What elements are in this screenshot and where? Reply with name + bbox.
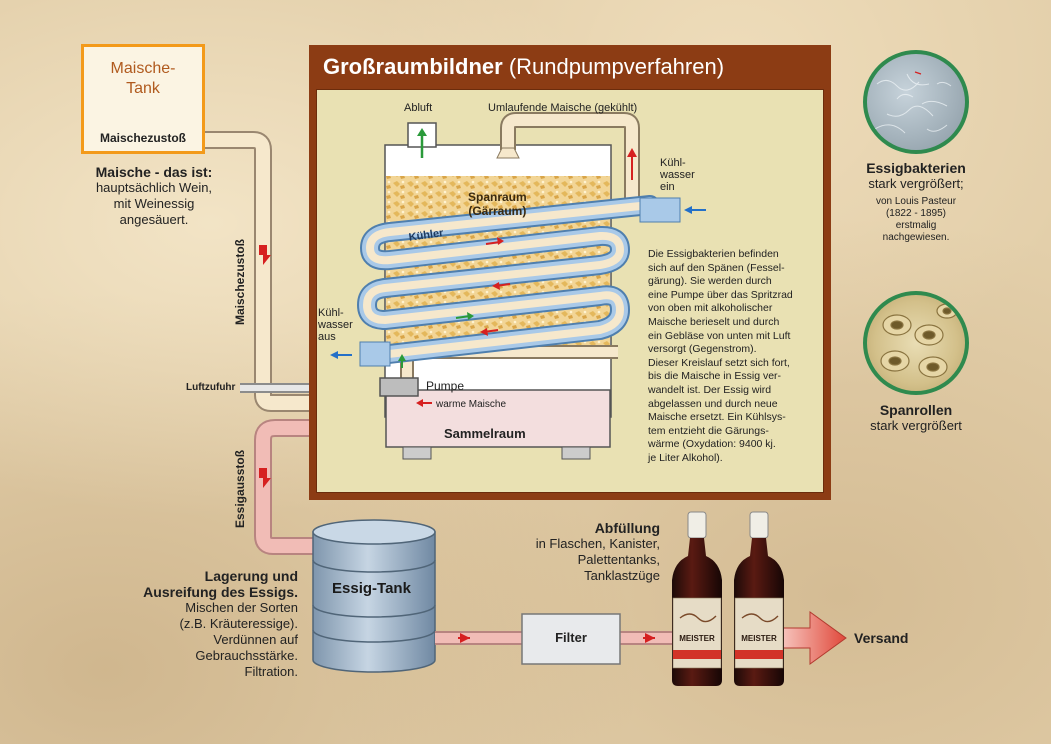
desc-line: abgelassen und durch neue (648, 397, 778, 410)
lagerung-line5: Filtration. (244, 664, 298, 679)
desc-line: bis die Maische in Essig ver- (648, 370, 782, 383)
bottle-2 (734, 511, 784, 686)
kuehlwasser-ein-label: Kühl- wasser ein (660, 157, 695, 193)
abluft-label: Abluft (404, 102, 433, 114)
panel-title-sub: (Rundpumpverfahren) (508, 54, 725, 79)
desc-line: tem entzieht die Gärungs- (648, 424, 769, 437)
essigbakterien-title: Essigbakterien (866, 160, 966, 176)
spanrollen-subtitle: stark vergrößert (870, 418, 962, 433)
maische-info-line1: hauptsächlich Wein, (95, 180, 213, 195)
essig-tank-graphic (312, 519, 436, 673)
desc-line: Maische berieselt und durch (648, 315, 780, 328)
maische-tank: Maische- Tank Maischezustoß (81, 44, 205, 154)
desc-line: sich auf den Spänen (Fessel- (648, 261, 785, 274)
abfuellung-text: Abfüllung in Flaschen, Kanister, Palette… (500, 520, 660, 584)
bottle-1 (672, 511, 722, 686)
desc-line: wandelt ist. Der Essig wird (648, 383, 772, 396)
panel-title: Großraumbildner (Rundpumpverfahren) (323, 54, 724, 80)
essigbakterien-image (863, 50, 969, 154)
lagerung-text: Lagerung und Ausreifung des Essigs. Misc… (96, 568, 298, 680)
abfuellung-title: Abfüllung (594, 520, 660, 536)
essigbakterien-note3: erstmalig (895, 220, 937, 231)
kuehlwasser-aus-line1: Kühl- (318, 307, 344, 319)
kuehlwasser-ein-line3: ein (660, 181, 675, 193)
desc-line: wärme (Oxydation: 9400 kj. (648, 438, 776, 451)
maischezustoss-outlet-label: Maischezustoß (99, 131, 186, 145)
luftzufuhr-label: Luftzufuhr (186, 382, 236, 393)
flow-arrows-left (259, 245, 271, 488)
essigbakterien-note2: (1822 - 1895) (885, 208, 947, 219)
essigbakterien-texture (874, 71, 952, 134)
spanraum-label: Spanraum (Gärraum) (468, 190, 527, 218)
versand-label: Versand (854, 630, 909, 646)
abfuellung-line2: Palettentanks, (577, 552, 660, 567)
panel-title-main: Großraumbildner (323, 54, 503, 79)
essigbakterien-note1: von Louis Pasteur (875, 196, 957, 207)
pumpe-label: Pumpe (426, 379, 465, 393)
lagerung-line3: Verdünnen auf (213, 632, 298, 647)
lagerung-line1: Mischen der Sorten (185, 600, 298, 615)
kuehlwasser-aus-line3: aus (318, 331, 336, 343)
lagerung-line2: (z.B. Kräuteressige). (179, 616, 299, 631)
abfuellung-line1: in Flaschen, Kanister, (535, 536, 660, 551)
desc-line: ein Gebläse von unten mit Luft (648, 329, 791, 342)
spanrollen-caption: Spanrollen stark vergrößert (856, 402, 976, 434)
desc-line: versorgt (Gegenstrom). (648, 343, 757, 356)
essigbakterien-note: von Louis Pasteur (1822 - 1895) erstmali… (856, 196, 976, 244)
kuehlwasser-aus-label: Kühl- wasser aus (318, 307, 353, 343)
spanrollen-texture (880, 303, 958, 378)
maische-info-heading: Maische - das ist: (95, 164, 213, 180)
process-description: Die Essigbakterien befinden sich auf den… (648, 248, 828, 466)
desc-line: je Liter Alkohol). (648, 451, 723, 464)
desc-line: eine Pumpe über das Spritzrad (648, 288, 793, 301)
warme-maische-label: warme Maische (436, 399, 507, 410)
maische-info-line2: mit Weinessig (113, 196, 195, 211)
desc-line: Maische ersetzt. Ein Kühlsys- (648, 411, 786, 424)
maische-tank-title-line1: Maische- (110, 60, 176, 77)
filter-box (521, 613, 621, 665)
kuehlwasser-aus-line2: wasser (318, 319, 353, 331)
spanrollen-image (863, 291, 969, 395)
bottle-1-label: MEISTER (679, 634, 715, 643)
desc-line: Die Essigbakterien befinden (648, 248, 779, 260)
maische-info-line3: angesäuert. (119, 212, 189, 227)
essigbakterien-caption: Essigbakterien stark vergrößert; von Lou… (856, 160, 976, 244)
maischezustoss-pipe (205, 131, 380, 412)
sammelraum-label: Sammelraum (444, 426, 526, 441)
spanraum-line2: (Gärraum) (468, 204, 527, 218)
filter-label: Filter (555, 630, 587, 645)
maische-info: Maische - das ist: hauptsächlich Wein, m… (80, 164, 228, 228)
desc-line: von oben mit alkoholischer (648, 302, 773, 315)
kuehlwasser-ein-line2: wasser (660, 169, 695, 181)
maische-tank-title-line2: Tank (126, 80, 160, 97)
umlaufende-maische-label: Umlaufende Maische (gekühlt) (488, 102, 638, 114)
desc-line: Dieser Kreislauf setzt sich fort, (648, 356, 790, 369)
spanraum-line1: Spanraum (468, 190, 527, 204)
desc-line: gärung). Sie werden durch (648, 275, 772, 288)
lagerung-title1: Lagerung und (204, 568, 298, 584)
essigbakterien-subtitle: stark vergrößert; (868, 176, 964, 191)
bottle-2-label: MEISTER (741, 634, 777, 643)
lagerung-line4: Gebrauchsstärke. (195, 648, 298, 663)
versand-arrow (779, 611, 847, 665)
essigbakterien-note4: nachgewiesen. (882, 232, 950, 243)
abfuellung-line3: Tanklastzüge (584, 568, 660, 583)
maische-tank-title: Maische- Tank (84, 59, 202, 99)
spanrollen-title: Spanrollen (879, 402, 953, 418)
kuehlwasser-ein-line1: Kühl- (660, 157, 686, 169)
lagerung-title2: Ausreifung des Essigs. (143, 584, 298, 600)
essig-tank-label: Essig-Tank (332, 580, 411, 597)
